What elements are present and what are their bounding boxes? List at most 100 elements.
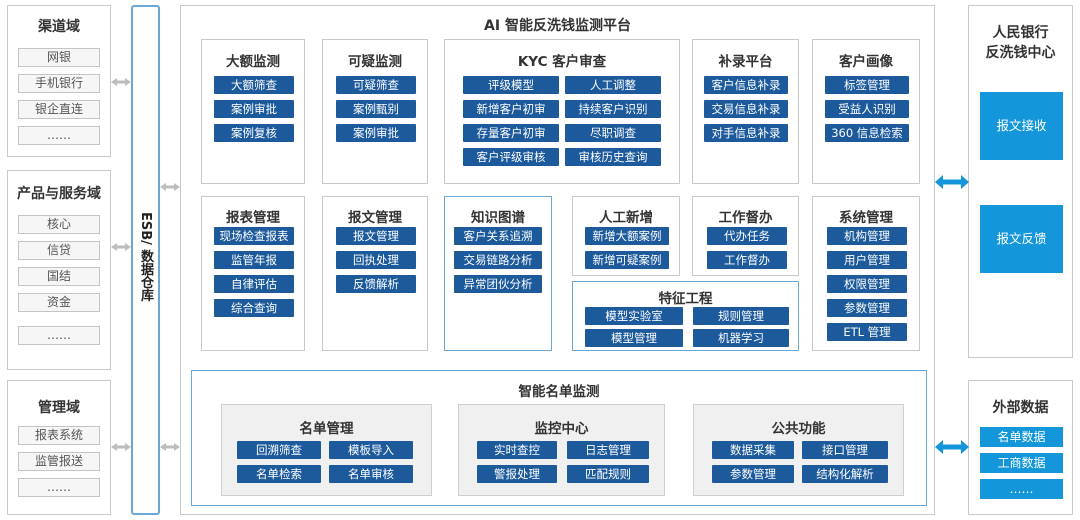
btn-onsite-report[interactable]: 现场检查报表 xyxy=(214,227,294,245)
btn-add-suspicious-case[interactable]: 新增可疑案例 xyxy=(585,251,669,269)
btn-self-assessment[interactable]: 自律评估 xyxy=(214,275,294,293)
btn-relationship-trace[interactable]: 客户关系追溯 xyxy=(454,227,542,245)
btn-user-management[interactable]: 用户管理 xyxy=(827,251,907,269)
platform-external-arrow xyxy=(935,440,969,454)
btn-parameter-management[interactable]: 参数管理 xyxy=(827,299,907,317)
btn-kyc-existing-review[interactable]: 存量客户初审 xyxy=(463,124,559,142)
customer-portrait-title: 客户画像 xyxy=(839,54,893,70)
platform-title: AI 智能反洗钱监测平台 xyxy=(484,18,631,34)
btn-360-search[interactable]: 360 信息检索 xyxy=(825,124,909,142)
btn-retro-screening[interactable]: 回溯筛查 xyxy=(237,441,321,459)
btn-transaction-chain[interactable]: 交易链路分析 xyxy=(454,251,542,269)
name-list-management-box: 名单管理 回溯筛查 模板导入 名单检索 名单审核 xyxy=(221,404,432,496)
btn-customer-info-supplement[interactable]: 客户信息补录 xyxy=(704,76,788,94)
btn-kyc-rating-audit[interactable]: 客户评级审核 xyxy=(463,148,559,166)
product-item-fund: 资金 xyxy=(18,293,100,312)
btn-kyc-audit-history[interactable]: 审核历史查询 xyxy=(565,148,661,166)
system-management-title: 系统管理 xyxy=(839,210,893,226)
kyc-module: KYC 客户审查 评级模型 人工调整 新增客户初审 持续客户识别 存量客户初审 … xyxy=(444,39,680,184)
btn-realtime-query[interactable]: 实时查控 xyxy=(477,441,557,459)
btn-work-supervise[interactable]: 工作督办 xyxy=(707,251,787,269)
btn-alert-processing[interactable]: 警报处理 xyxy=(477,465,557,483)
btn-suspicious-identify[interactable]: 案例甄别 xyxy=(336,100,416,118)
btn-kyc-ongoing-identify[interactable]: 持续客户识别 xyxy=(565,100,661,118)
product-item-intl: 国结 xyxy=(18,267,100,286)
btn-matching-rules[interactable]: 匹配规则 xyxy=(567,465,649,483)
esb-label: ESB/ 数据仓库 xyxy=(138,212,153,302)
btn-receipt-processing[interactable]: 回执处理 xyxy=(336,251,416,269)
btn-interface-management[interactable]: 接口管理 xyxy=(802,441,888,459)
work-supervise-module: 工作督办 代办任务 工作督办 xyxy=(692,196,799,276)
btn-kyc-rating-model[interactable]: 评级模型 xyxy=(463,76,559,94)
btn-transaction-info-supplement[interactable]: 交易信息补录 xyxy=(704,100,788,118)
btn-message-management[interactable]: 报文管理 xyxy=(336,227,416,245)
btn-kyc-manual-adjust[interactable]: 人工调整 xyxy=(565,76,661,94)
pboc-aml-center-panel: 人民银行 反洗钱中心 报文接收 报文反馈 xyxy=(968,5,1073,358)
management-item-more: …… xyxy=(18,478,100,497)
btn-large-review[interactable]: 案例复核 xyxy=(214,124,294,142)
public-function-box: 公共功能 数据采集 接口管理 参数管理 结构化解析 xyxy=(693,404,904,496)
feature-engineering-module: 特征工程 模型实验室 规则管理 模型管理 机器学习 xyxy=(572,281,799,351)
product-domain-panel: 产品与服务域 核心 信贷 国结 资金 …… xyxy=(7,170,111,370)
btn-beneficiary-identify[interactable]: 受益人识别 xyxy=(825,100,909,118)
btn-tag-management[interactable]: 标签管理 xyxy=(825,76,909,94)
external-more-item[interactable]: …… xyxy=(980,479,1063,499)
btn-namelist-parameter-management[interactable]: 参数管理 xyxy=(712,465,794,483)
esb-data-warehouse-bar: ESB/ 数据仓库 xyxy=(131,5,160,515)
btn-name-search[interactable]: 名单检索 xyxy=(237,465,321,483)
manual-add-module: 人工新增 新增大额案例 新增可疑案例 xyxy=(572,196,680,276)
btn-suspicious-approval[interactable]: 案例审批 xyxy=(336,124,416,142)
btn-model-management[interactable]: 模型管理 xyxy=(585,329,683,347)
esb-platform-top-arrow xyxy=(160,183,180,191)
name-list-data-item[interactable]: 名单数据 xyxy=(980,427,1063,447)
management-domain-title: 管理域 xyxy=(38,400,80,416)
btn-org-management[interactable]: 机构管理 xyxy=(827,227,907,245)
product-esb-arrow xyxy=(111,243,131,251)
btn-etl-management[interactable]: ETL 管理 xyxy=(827,323,907,341)
btn-machine-learning[interactable]: 机器学习 xyxy=(693,329,789,347)
btn-structured-parsing[interactable]: 结构化解析 xyxy=(802,465,888,483)
suspicious-monitor-module: 可疑监测 可疑筛查 案例甄别 案例审批 xyxy=(322,39,428,184)
report-management-title: 报表管理 xyxy=(226,210,280,226)
btn-pending-tasks[interactable]: 代办任务 xyxy=(707,227,787,245)
product-item-credit: 信贷 xyxy=(18,241,100,260)
customer-portrait-module: 客户画像 标签管理 受益人识别 360 信息检索 xyxy=(812,39,920,184)
supplement-title: 补录平台 xyxy=(718,54,773,70)
btn-kyc-due-diligence[interactable]: 尽职调查 xyxy=(565,124,661,142)
btn-add-large-case[interactable]: 新增大额案例 xyxy=(585,227,669,245)
work-supervise-title: 工作督办 xyxy=(718,210,773,226)
channel-item-direct: 银企直连 xyxy=(18,100,100,119)
kyc-title: KYC 客户审查 xyxy=(517,54,607,70)
suspicious-monitor-title: 可疑监测 xyxy=(348,54,402,70)
business-registry-data-item[interactable]: 工商数据 xyxy=(980,453,1063,473)
knowledge-graph-title: 知识图谱 xyxy=(471,210,525,226)
btn-annual-report[interactable]: 监管年报 xyxy=(214,251,294,269)
product-item-core: 核心 xyxy=(18,215,100,234)
esb-platform-bottom-arrow xyxy=(160,443,180,451)
btn-model-lab[interactable]: 模型实验室 xyxy=(585,307,683,325)
channel-esb-arrow xyxy=(111,78,131,86)
report-management-module: 报表管理 现场检查报表 监管年报 自律评估 综合查询 xyxy=(201,196,305,351)
btn-data-collection[interactable]: 数据采集 xyxy=(712,441,794,459)
btn-name-review[interactable]: 名单审核 xyxy=(329,465,413,483)
message-feedback-box[interactable]: 报文反馈 xyxy=(980,205,1063,273)
channel-domain-panel: 渠道域 网银 手机银行 银企直连 …… xyxy=(7,5,111,157)
btn-permission-management[interactable]: 权限管理 xyxy=(827,275,907,293)
supplement-module: 补录平台 客户信息补录 交易信息补录 对手信息补录 xyxy=(692,39,799,184)
btn-feedback-parsing[interactable]: 反馈解析 xyxy=(336,275,416,293)
btn-rule-management[interactable]: 规则管理 xyxy=(693,307,789,325)
btn-kyc-new-customer-review[interactable]: 新增客户初审 xyxy=(463,100,559,118)
btn-abnormal-gang[interactable]: 异常团伙分析 xyxy=(454,275,542,293)
monitor-center-box: 监控中心 实时查控 日志管理 警报处理 匹配规则 xyxy=(458,404,665,496)
channel-item-netbank: 网银 xyxy=(18,48,100,67)
large-monitor-module: 大额监测 大额筛查 案例审批 案例复核 xyxy=(201,39,305,184)
btn-large-approval[interactable]: 案例审批 xyxy=(214,100,294,118)
btn-comprehensive-query[interactable]: 综合查询 xyxy=(214,299,294,317)
btn-suspicious-screening[interactable]: 可疑筛查 xyxy=(336,76,416,94)
pboc-title-line1: 人民银行 xyxy=(992,25,1049,41)
btn-log-management[interactable]: 日志管理 xyxy=(567,441,649,459)
btn-template-import[interactable]: 模板导入 xyxy=(329,441,413,459)
btn-large-screening[interactable]: 大额筛查 xyxy=(214,76,294,94)
message-receive-box[interactable]: 报文接收 xyxy=(980,92,1063,160)
btn-counterparty-info-supplement[interactable]: 对手信息补录 xyxy=(704,124,788,142)
